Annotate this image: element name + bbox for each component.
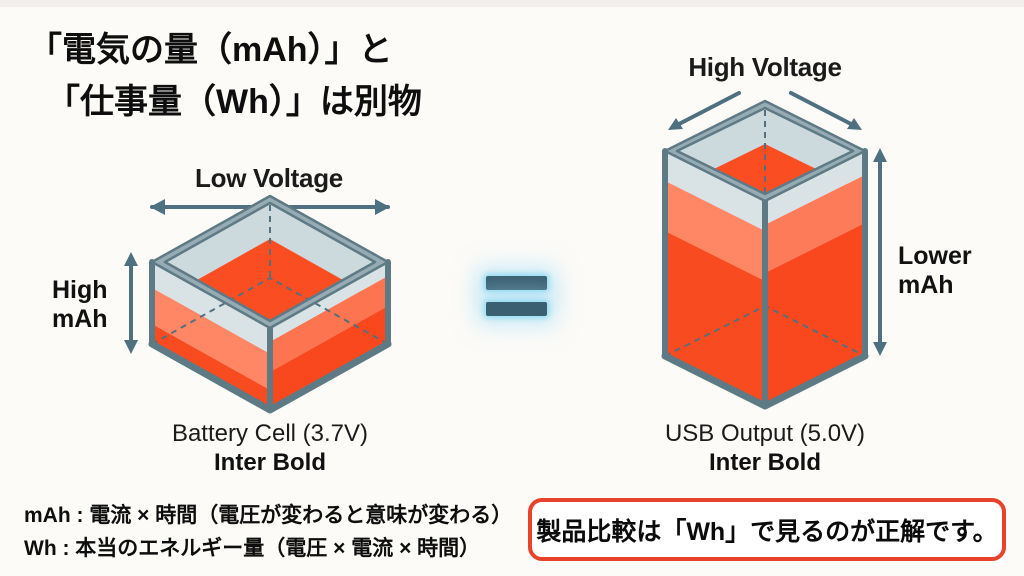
page-title-line2: 「仕事量（Wh）」は別物 [46,83,422,121]
lower-mah-label: Lower mAh [898,242,972,299]
battery-cell-caption-sub: Inter Bold [214,449,326,476]
conclusion-callout-text: 製品比較は「Wh」で見るのが正解です。 [536,517,998,546]
page-title-line1: 「電気の量（mAh）」と [28,31,393,69]
usb-output-caption: USB Output (5.0V) [664,420,866,447]
top-edge-artifact [0,0,1024,7]
rim-frame [150,194,390,330]
battery-cell-caption: Battery Cell (3.7V) [171,420,369,447]
rim-frame [663,99,867,203]
conclusion-callout-box: 製品比較は「Wh」で見るのが正解です。 [528,498,1006,561]
high-mah-label: High mAh [52,276,108,333]
high-voltage-arrow-left [668,91,741,130]
hidden-edges-dashed [151,205,389,345]
high-mah-arrow [124,252,138,354]
high-voltage-arrow-right [789,91,862,130]
battery-cell-box [148,194,392,414]
high-voltage-label: High Voltage [688,52,842,82]
usb-output-box [661,99,869,410]
usb-output-caption-sub: Inter Bold [709,449,821,476]
note-mah-definition: mAh : 電流 × 時間（電圧が変わると意味が変わる） [24,504,513,527]
note-wh-definition: Wh : 本当のエネルギー量（電圧 × 電流 × 時間） [24,537,481,560]
lower-mah-arrow [873,148,887,356]
low-voltage-label: Low Voltage [195,163,343,193]
